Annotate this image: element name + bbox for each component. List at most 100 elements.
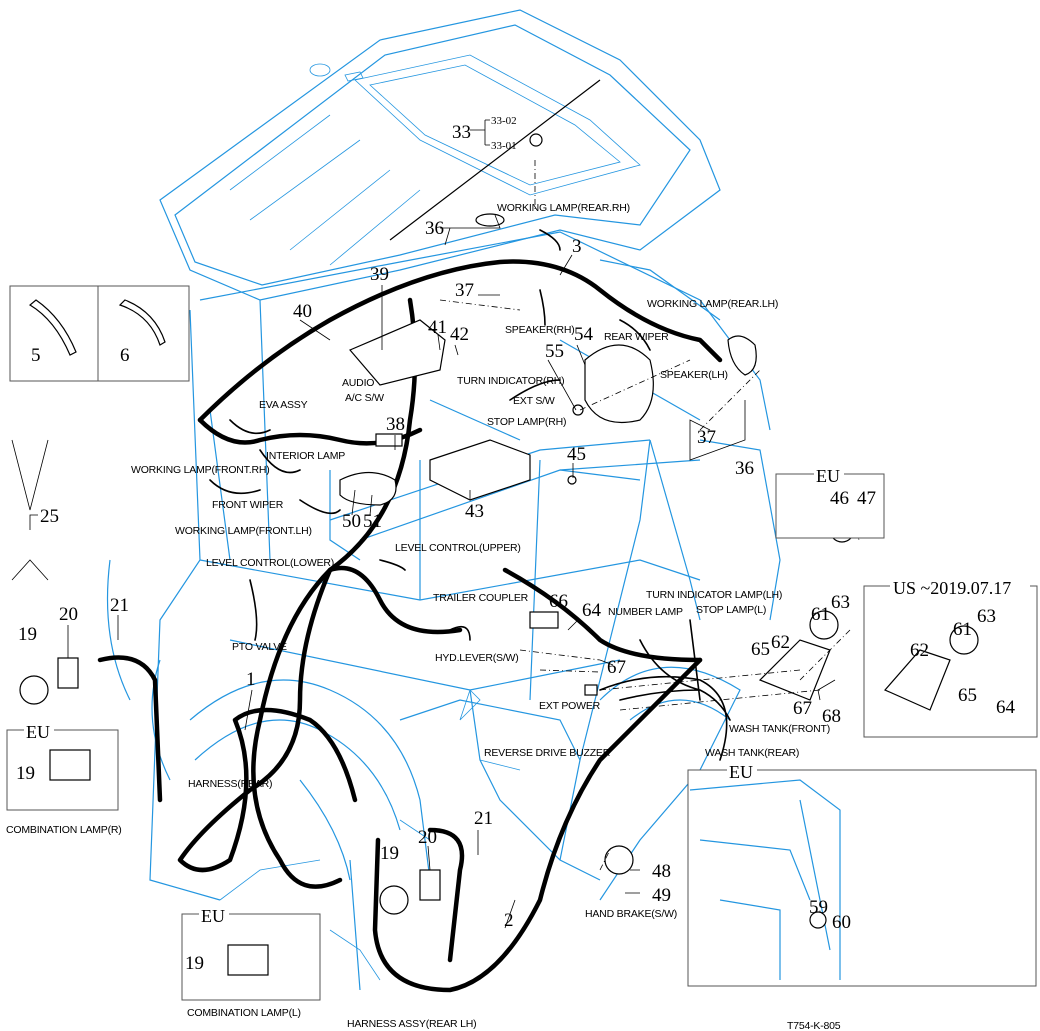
label-reverse-drive-buzzer: REVERSE DRIVE BUZZER [484,747,611,759]
callout-64b: 64 [996,697,1016,718]
callout-21: 21 [110,595,129,616]
callout-65: 65 [751,639,770,660]
callout-3: 3 [572,236,582,257]
callout-20b: 20 [418,827,437,848]
audio-unit [349,319,446,386]
label-wash-tank-rear: WASH TANK(REAR) [705,747,799,759]
label-harness-rear: HARNESS(REAR) [188,778,272,790]
inset-eu-label: EU [729,762,753,782]
label-turn-indicator-rh: TURN INDICATOR(RH) [457,375,564,387]
callout-61b: 61 [953,619,972,640]
callout-37: 37 [455,280,474,301]
callout-33: 33 [452,122,471,143]
callout-63b: 63 [977,606,996,627]
label-ext-sw: EXT S/W [513,395,555,407]
callout-67b: 67 [793,698,812,719]
callout-19c: 19 [380,843,399,864]
label-eva-assy: EVA ASSY [259,399,308,411]
callout-25: 25 [40,506,59,527]
callout-45: 45 [567,444,586,465]
callout-48: 48 [652,861,671,882]
harness-lines [97,229,731,993]
label-combination-lamp-r: COMBINATION LAMP(R) [6,824,122,836]
bracket-20b [419,869,441,901]
label-rear-wiper: REAR WIPER [604,331,669,343]
label-number-lamp: NUMBER LAMP [608,606,683,618]
label-speaker-rh: SPEAKER(RH) [505,324,575,336]
callout-51: 51 [363,511,382,532]
callout-6: 6 [120,345,130,366]
harness-1 [177,567,358,873]
callout-36: 36 [425,218,444,239]
callout-38: 38 [386,414,405,435]
interior-lamp-38 [375,433,403,447]
callout-46: 46 [830,488,849,509]
label-wash-tank-front: WASH TANK(FRONT) [729,723,830,735]
harness-3 [197,259,723,423]
label-ac-sw: A/C S/W [345,392,384,404]
callout-62b: 62 [910,640,929,661]
callout-19b: 19 [16,763,35,784]
callout-62: 62 [771,632,790,653]
callout-42: 42 [450,324,469,345]
callout-60: 60 [832,912,851,933]
label-trailer-coupler: TRAILER COUPLER [433,592,529,604]
cab-outline [106,9,781,991]
callout-19d: 19 [185,953,204,974]
callout-49: 49 [652,885,671,906]
callout-39: 39 [370,264,389,285]
connector-labels: WORKING LAMP(REAR.RH) WORKING LAMP(REAR.… [6,202,841,1031]
inset-eu-label: EU [201,906,225,926]
combination-lamp-l-19 [379,885,409,915]
label-harness-assy-rear-lh: HARNESS ASSY(REAR LH) [347,1018,476,1030]
callout-33-01: 33-01 [491,140,517,152]
bracket-20 [57,657,79,689]
label-combination-lamp-l: COMBINATION LAMP(L) [187,1007,301,1019]
label-level-control-upper: LEVEL CONTROL(UPPER) [395,542,521,554]
callout-63: 63 [831,592,850,613]
callout-19: 19 [18,624,37,645]
label-working-lamp-front-rh: WORKING LAMP(FRONT.RH) [131,464,270,476]
callout-20: 20 [59,604,78,625]
callout-50: 50 [342,511,361,532]
label-working-lamp-rear-rh: WORKING LAMP(REAR.RH) [497,202,630,214]
label-level-control-lower: LEVEL CONTROL(LOWER) [206,557,334,569]
callout-33-02: 33-02 [491,115,517,127]
label-ext-power: EXT POWER [539,700,601,712]
callout-2: 2 [504,910,514,931]
front-wiper-motor [339,471,397,506]
inset-eu-label: EU [26,722,50,742]
inset-eu-hand-brake [687,769,1037,987]
callout-40: 40 [293,301,312,322]
callout-37b: 37 [697,427,716,448]
rear-wiper-54 [584,344,654,424]
drawing-number: T754-K-805 [787,1020,841,1031]
leader-lines [11,119,836,929]
callout-36b: 36 [735,458,754,479]
horn-48 [604,845,634,875]
callout-5: 5 [31,345,41,366]
callout-55: 55 [545,341,564,362]
callout-59: 59 [809,897,828,918]
callout-1: 1 [246,669,256,690]
callout-41: 41 [428,317,447,338]
callout-54: 54 [574,324,594,345]
label-stop-lamp-l: STOP LAMP(L) [696,604,766,616]
working-lamp-rear [475,213,505,227]
label-turn-indicator-lamp-lh: TURN INDICATOR LAMP(LH) [646,589,782,601]
callout-65b: 65 [958,685,977,706]
inset-us-label: US ~2019.07.17 [893,578,1011,598]
label-pto-valve: PTO VALVE [232,641,287,653]
label-stop-lamp-rh: STOP LAMP(RH) [487,416,566,428]
label-audio: AUDIO [342,377,374,389]
component-66 [529,611,559,629]
antenna [389,79,601,241]
label-working-lamp-rear-lh: WORKING LAMP(REAR.LH) [647,298,778,310]
controller-43 [429,439,531,501]
inset-headings: EU EU EU EU US ~2019.07.17 [24,466,1030,926]
inset-eu-label: EU [816,466,840,486]
callout-47: 47 [857,488,876,509]
cigar-55 [572,404,584,416]
ext-power-socket [584,684,598,696]
